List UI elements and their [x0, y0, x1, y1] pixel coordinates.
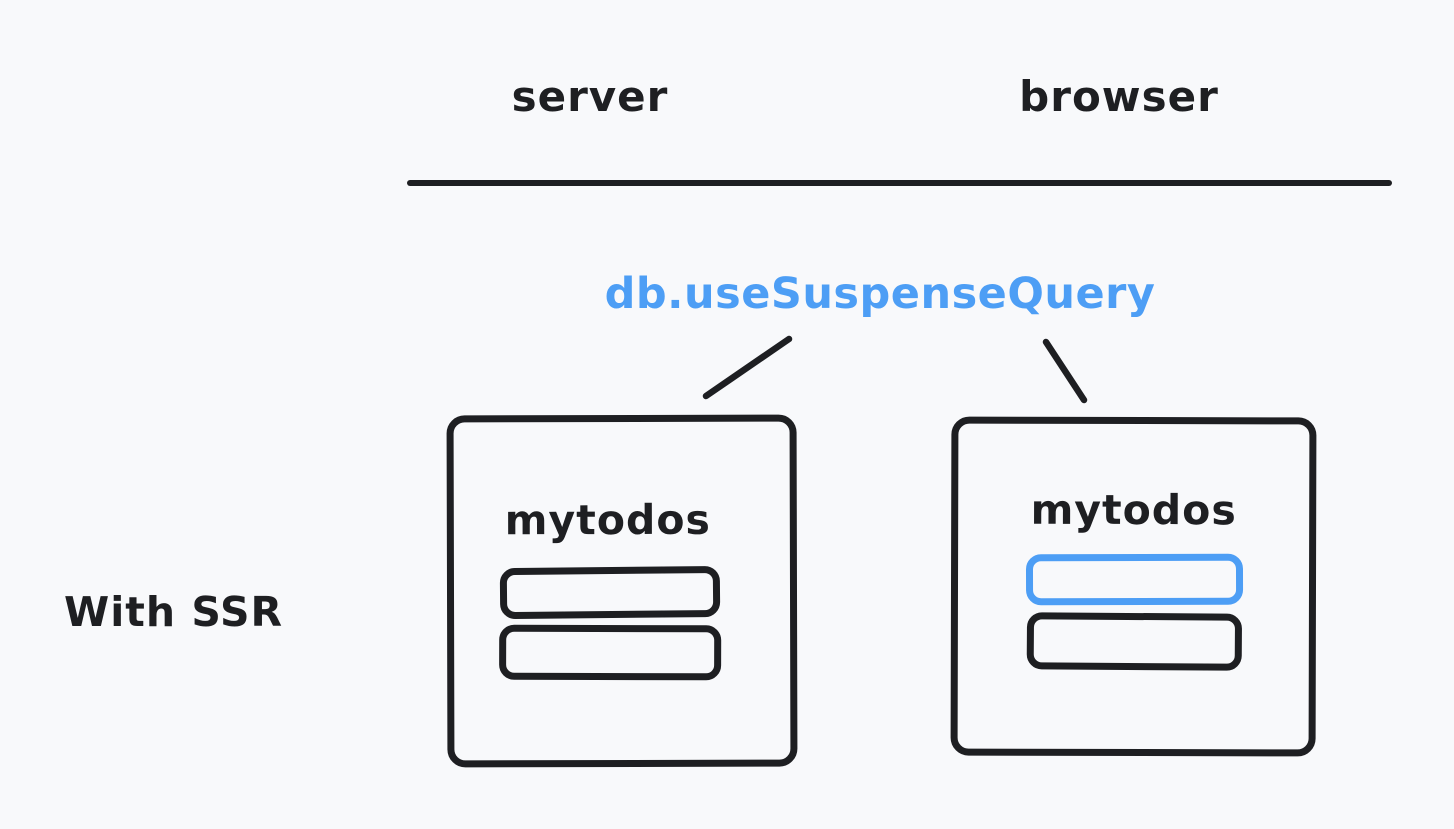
- connector-right-line: [1042, 338, 1088, 404]
- column-label-browser: browser: [1019, 72, 1219, 121]
- browser-store-box: mytodos: [950, 416, 1317, 757]
- connector-left-line: [702, 335, 793, 400]
- server-todo-row-2: [499, 624, 722, 681]
- scenario-label-with-ssr: With SSR: [64, 588, 284, 636]
- server-store-box: mytodos: [446, 414, 798, 768]
- browser-todo-row-2: [1026, 612, 1243, 671]
- column-label-server: server: [511, 72, 669, 121]
- server-store-title: mytodos: [504, 495, 711, 545]
- query-annotation: db.useSuspenseQuery: [604, 269, 1156, 319]
- server-todo-row-1: [499, 565, 721, 620]
- browser-store-title: mytodos: [1030, 485, 1237, 535]
- browser-todo-row-1: [1025, 553, 1244, 606]
